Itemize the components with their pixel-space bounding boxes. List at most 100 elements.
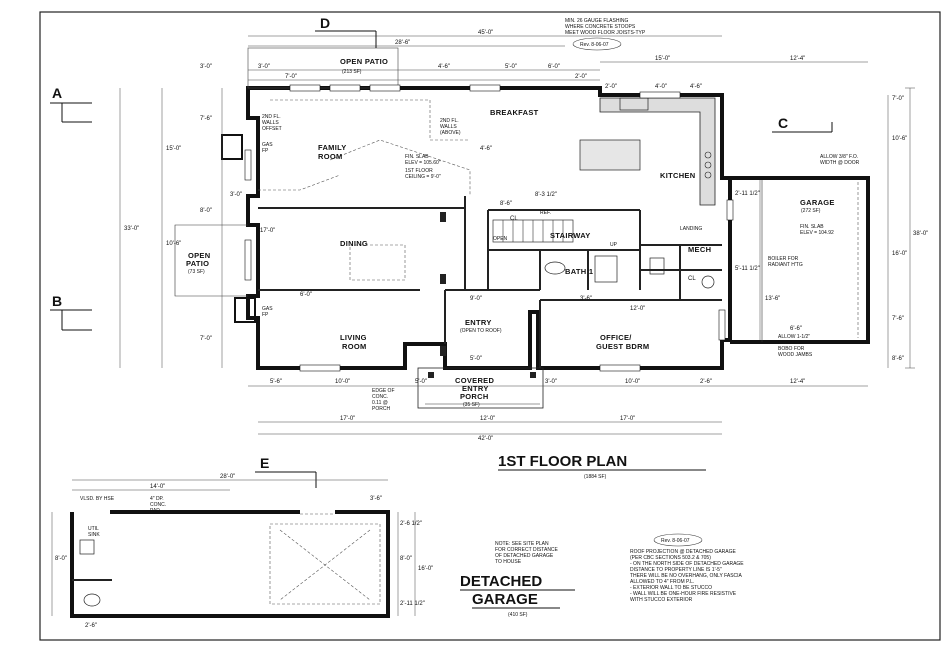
plan-label: - ON THE NORTH SIDE OF DETACHED GARAGE <box>630 561 744 567</box>
plan-label: OPEN PATIO <box>340 57 388 66</box>
plan-label: 5'-0" <box>505 64 517 70</box>
plan-label: D <box>320 15 331 31</box>
plan-label: 45'-0" <box>478 30 493 36</box>
plan-label: ALLOW 1-1/2" <box>778 334 810 340</box>
plan-label: KITCHEN <box>660 171 695 180</box>
plan-label: PORCH <box>372 406 390 412</box>
plan-label: 10'-6" <box>166 241 181 247</box>
plan-label: 6'-0" <box>300 292 312 298</box>
plan-label: 17'-0" <box>260 228 275 234</box>
kitchen-counter <box>599 97 716 206</box>
plan-label: 15'-0" <box>655 56 670 62</box>
plan-label: ROOF PROJECTION @ DETACHED GARAGE <box>630 549 736 555</box>
plan-label: COVERED <box>455 376 494 385</box>
plan-label: 12'-4" <box>790 56 805 62</box>
plan-label: WITH STUCCO EXTERIOR <box>630 597 693 603</box>
plan-label: FIN. SLAB <box>405 154 429 160</box>
titles: 1ST FLOOR PLAN (1884 SF) DETACHED GARAGE… <box>460 453 706 618</box>
plan-label: 28'-6" <box>395 40 410 46</box>
plan-label: 2ND FL. <box>262 114 281 120</box>
plan-label: LANDING <box>680 226 702 232</box>
plan-label: 2'-6" <box>85 623 97 629</box>
plan-label: FP <box>262 312 269 318</box>
plan-label: CL <box>510 216 518 222</box>
plan-label: REF. <box>540 210 551 216</box>
plan-label: TO HOUSE <box>495 559 522 565</box>
plan-label: (73 SF) <box>188 269 205 275</box>
plan-label: 8'-0" <box>55 556 67 562</box>
section-marker-d: D <box>315 15 377 48</box>
plan-label: SINK <box>88 532 100 538</box>
plan-label: THERE WILL BE NO OVERHANG, ONLY FASCIA <box>630 573 743 579</box>
plan-label: FP <box>262 148 269 154</box>
plan-label: OFFSET <box>262 126 282 132</box>
plan-label: 13'-6" <box>765 296 780 302</box>
plan-label: ALLOW 3/8" F.O. <box>820 154 858 160</box>
plan-label: BOILER FOR <box>768 256 799 262</box>
plan-label: 33'-0" <box>124 226 139 232</box>
plan-label: WOOD JAMBS <box>778 352 813 358</box>
dimension-lines <box>119 35 915 435</box>
plan-label: FOR CORRECT DISTANCE <box>495 547 559 553</box>
plan-label: (1884 SF) <box>584 474 607 480</box>
plan-label: CEILING = 9'-0" <box>405 174 441 180</box>
plan-label: 7'-0" <box>892 96 904 102</box>
plan-label: 7'-0" <box>285 74 297 80</box>
plan-label: GARAGE <box>800 198 835 207</box>
plan-label: ROOM <box>342 342 367 351</box>
plan-label: 38'-0" <box>913 231 928 237</box>
plan-label: 8'-6" <box>892 356 904 362</box>
plan-label: 16'-0" <box>418 566 433 572</box>
plan-label: 5'-0" <box>415 379 427 385</box>
plan-label: BREAKFAST <box>490 108 539 117</box>
detached-garage <box>51 479 416 618</box>
plan-label: 12'-4" <box>790 379 805 385</box>
main-house <box>174 47 870 409</box>
plan-label: 7'-0" <box>200 336 212 342</box>
plan-label: 7'-6" <box>200 116 212 122</box>
plan-label: UTIL <box>88 526 99 532</box>
plan-label: 14'-0" <box>150 484 165 490</box>
plan-label: 2ND FL. <box>440 118 459 124</box>
section-marker-a: A <box>50 85 92 123</box>
plan-label: - WALL WILL BE ONE-HOUR FIRE RESISTIVE <box>630 591 737 597</box>
plan-label: ALLOWED TO 4" FROM P.L. <box>630 579 694 585</box>
fireplace-living-room <box>234 297 256 323</box>
plan-label: CL <box>688 276 696 282</box>
detached-garage-wall <box>70 510 390 618</box>
garage-wall <box>722 176 870 344</box>
plan-label: 8'-0" <box>200 208 212 214</box>
plan-label: 4'-0" <box>655 84 667 90</box>
plan-label: EDGE OF <box>372 388 395 394</box>
plan-label: (ABOVE) <box>440 130 461 136</box>
plan-label: BOBO FOR <box>778 346 805 352</box>
plan-label: ROOM <box>318 152 343 161</box>
plan-label: PATIO <box>186 259 209 268</box>
plan-label: B <box>52 293 63 309</box>
plan-label: 2'-0" <box>605 84 617 90</box>
plan-label: PAD <box>150 508 160 514</box>
plan-label: DINING <box>340 239 368 248</box>
plan-label: UP <box>610 242 618 248</box>
plan-label: 5'-0" <box>470 356 482 362</box>
plan-label: 2'-0" <box>575 74 587 80</box>
section-marker-b: B <box>50 293 92 331</box>
fireplace-family-room <box>221 134 243 160</box>
plan-label: FIN. SLAB <box>800 224 824 230</box>
plan-label: 3'-0" <box>230 192 242 198</box>
plan-label: (PER CBC SECTIONS 503.2 & 705) <box>630 555 711 561</box>
plan-label: 28'-0" <box>220 474 235 480</box>
plan-label: 2'-11 1/2" <box>400 601 425 607</box>
plan-label: (OPEN TO ROOF) <box>460 328 502 334</box>
plan-label: LIVING <box>340 333 367 342</box>
plan-label: 17'-0" <box>620 416 635 422</box>
plan-label: ENTRY <box>462 384 489 393</box>
plan-label: WALLS <box>440 124 457 130</box>
plan-label: Rev. 8-06-07 <box>661 538 690 544</box>
plan-label: (272 SF) <box>801 208 821 214</box>
plan-label: E <box>260 455 270 471</box>
plan-label: (213 SF) <box>342 69 362 75</box>
plan-label: 4" DP. <box>150 496 164 502</box>
plan-label: 12'-0" <box>480 416 495 422</box>
